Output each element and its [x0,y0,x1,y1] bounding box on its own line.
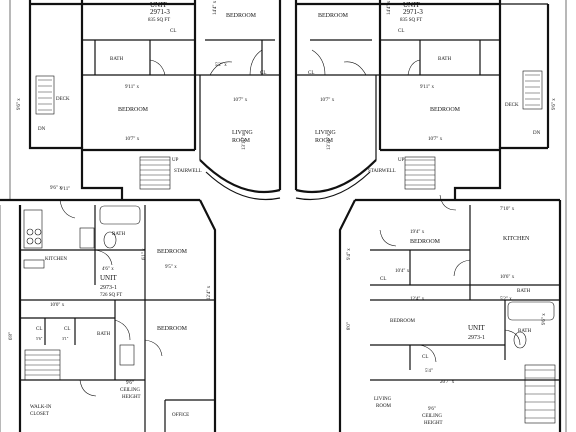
bath-label: BATH [110,57,123,62]
unit-label: UNIT [468,324,485,332]
ceiling-note: CEILING [120,388,140,393]
room-labels: UNIT 2971-3 835 SQ FT BEDROOM BATH CL CL… [30,1,541,426]
living-room-label: ROOM [232,138,251,144]
bath-label: BATH [517,289,530,294]
ceiling-note: 9'6" [126,381,134,386]
dimension: 9'6" x [552,98,557,110]
dimension: 13'11" x [242,133,247,150]
bath-label: BATH [518,329,531,334]
down-label: DN [38,127,46,132]
unit-number: 2971-3 [150,8,170,16]
ceiling-note: CEILING [422,414,442,419]
unit-number: 2973-1 [100,285,117,291]
deck-label: DECK [505,103,519,108]
closet-label: CL [380,277,386,282]
dimension: 10'7" x [320,98,335,103]
dimension: 4'6" x [102,267,114,272]
bath-label: BATH [112,232,125,237]
kitchen-label: KITCHEN [45,257,67,262]
dimension: 9'11" x [420,85,435,90]
dimension: 5'2" x [500,297,512,302]
dimension: 5'6" [36,336,43,341]
bath-label: BATH [97,332,110,337]
up-label: UP [172,158,179,163]
dimension: 13'11" x [327,133,332,150]
dimension: 10'0" x [50,303,65,308]
bedroom-label: BEDROOM [226,13,257,19]
closet-label: CL [64,327,70,332]
door-swings [59,49,521,397]
walk-in-label: CLOSET [30,412,49,417]
bedroom-label: BEDROOM [118,107,149,113]
ceiling-note: HEIGHT [424,421,443,426]
dimension: 20'7" x [440,380,455,385]
closet-label: CL [422,355,428,360]
dimension: 10'6" x [500,275,515,280]
dimension: 9'6" x [50,186,62,191]
unit-area: 835 SQ FT [148,18,170,23]
living-room-label: LIVING [232,130,253,136]
dimension: 5'2" x [215,63,227,68]
dimension: 9'11" x [125,85,140,90]
living-room-label: LIVING [315,130,336,136]
bedroom-label: BEDROOM [318,13,349,19]
dimension: 10'7" x [233,98,248,103]
bedroom-label: BEDROOM [410,239,441,245]
up-label: UP [398,158,405,163]
dimension: 5'4" [425,369,433,374]
dimension: 14'4" x [213,0,218,15]
closet-label: CL [308,71,314,76]
closet-label: CL [170,29,176,34]
dimension: 6'1" x [142,248,147,260]
unit-label: UNIT [100,274,117,282]
dimension: 12'4" x [410,297,425,302]
vertical-dimensions: 14'4" x 14'4" x 13'11" x 13'11" x 12'4" … [9,0,557,340]
dimension: 9'6" x [542,313,547,325]
unit-number: 2971-3 [403,8,423,16]
dimension: 8'0" [347,322,352,330]
unit-label: UNIT [403,1,420,9]
ceiling-note: HEIGHT [122,395,141,400]
dimension: 14'4" x [387,0,392,15]
down-label: DN [533,131,541,136]
stairs [24,70,556,424]
fixtures [23,205,555,366]
dimension: 10'7" x [428,137,443,142]
unit-area: 726 SQ FT [100,293,122,298]
living-label: ROOM [376,404,392,409]
dimension: 10'7" x [125,137,140,142]
office-label: OFFICE [172,413,189,418]
dimension: 7'10" x [500,207,515,212]
dimension: 9'11" [60,187,70,192]
dimension: 9'5" x [165,265,177,270]
dimension: 10'4" x [395,269,410,274]
bedroom-label: BEDROOM [390,319,416,324]
stairwell-label: STAIRWELL [174,169,202,174]
bedroom-label: BEDROOM [157,326,188,332]
dimension: 3'1" [62,336,69,341]
dimension: 9'6" x [17,98,22,110]
stairwell-label: STAIRWELL [368,169,396,174]
dimension: 6'8" [9,332,14,340]
closet-label: CL [398,29,404,34]
dimension: 9'4" x [347,248,352,260]
bath-label: BATH [438,57,451,62]
kitchen-label: KITCHEN [503,236,530,242]
deck-label: DECK [56,97,70,102]
unit-area: 835 SQ FT [400,18,422,23]
ceiling-note: 9'6" [428,407,436,412]
closet-label: CL [36,327,42,332]
unit-number: 2973-1 [468,335,485,341]
walk-in-label: WALK-IN [30,405,52,410]
living-room-label: ROOM [315,138,334,144]
bedroom-label: BEDROOM [157,249,188,255]
closet-label: CL [260,71,266,76]
unit-label: UNIT [150,1,167,9]
living-label: LIVING [374,397,392,402]
dimension: 19'4" x [410,230,425,235]
dimension: 12'4" x [207,285,212,300]
bedroom-label: BEDROOM [430,107,461,113]
